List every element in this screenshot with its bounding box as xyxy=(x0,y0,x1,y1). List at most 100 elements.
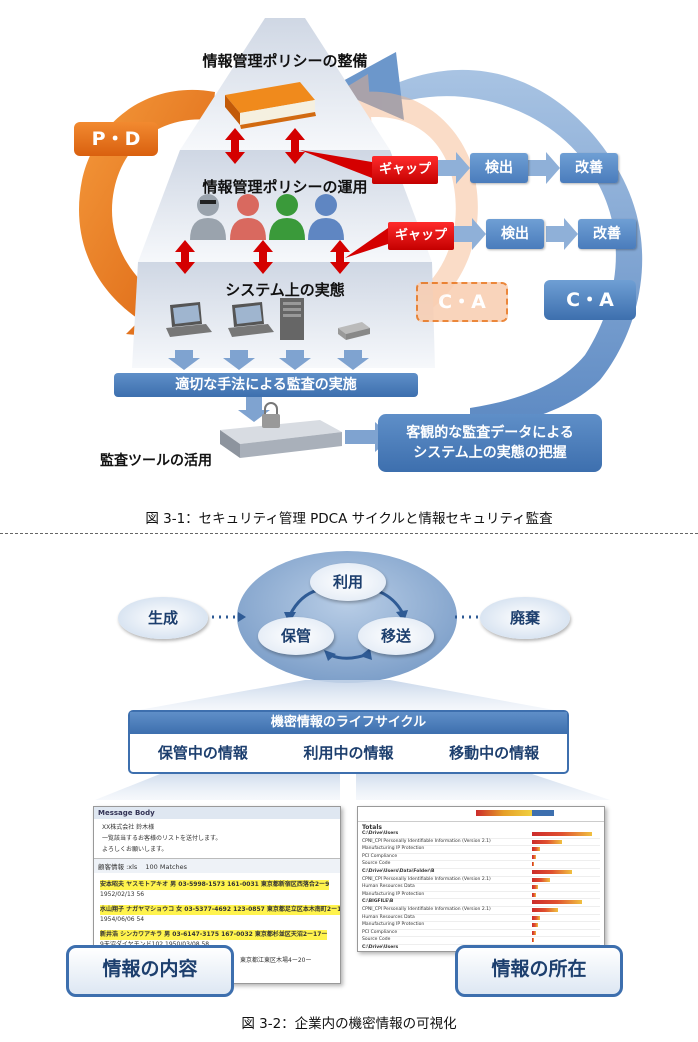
row-label: Human Resources Data xyxy=(362,914,415,920)
panel-title: 顧客情報 :xls xyxy=(98,863,138,871)
divider xyxy=(0,533,698,534)
record-line: 新井浩 シンカワアキラ 男 03-6147-3175 167-0032 東京都杉… xyxy=(100,930,328,940)
lifecycle-title: 機密情報のライフサイクル xyxy=(130,712,567,734)
gap-box-2: ギャップ xyxy=(388,222,454,250)
ca-label: C・A xyxy=(544,280,636,320)
improve-box-1: 改善 xyxy=(560,153,618,183)
table-row: Source Code xyxy=(362,861,600,869)
table-row: Manufacturing IP Protection xyxy=(362,892,600,900)
row-bar xyxy=(532,869,572,874)
content-label: 情報の内容 xyxy=(66,945,234,997)
result-line2: システム上の実態の把握 xyxy=(413,445,567,461)
user-icon xyxy=(230,194,266,240)
row-label: C:\Drive\Users\Data\Folder\B xyxy=(362,868,435,874)
ca-arrow-head xyxy=(330,52,404,120)
table-row: Manufacturing IP Protection xyxy=(362,846,600,854)
message-line: XX株式会社 鈴木様 xyxy=(102,824,155,831)
row-label: PCI Compliance xyxy=(362,853,398,859)
row-label: Manufacturing IP Protection xyxy=(362,891,425,897)
server-icon xyxy=(280,298,304,340)
detect-box-1: 検出 xyxy=(470,153,528,183)
table-row: C:\Drive\Users xyxy=(362,831,600,839)
figure2-caption: 図 3-2：企業内の機密情報の可視化 xyxy=(241,1016,457,1032)
light-beam-right xyxy=(356,770,610,800)
table-row: C:\Drive\Users\Data\Folder\B xyxy=(362,869,600,877)
info-stored: 保管中の情報 xyxy=(157,744,248,762)
message-line: よろしくお願いします。 xyxy=(102,846,168,853)
network-device-icon xyxy=(338,322,370,340)
table-row: CPNI_CPI Personally Identifiable Informa… xyxy=(362,877,600,885)
result-line1: 客観的な監査データによる xyxy=(406,425,574,441)
message-line: 一覧該当するお客様のリストを送付します。 xyxy=(102,835,222,842)
severity-bar xyxy=(476,810,532,816)
row-bar xyxy=(532,892,536,897)
user-icon xyxy=(269,194,305,240)
match-panel-header: 顧客情報 :xls 100 Matches xyxy=(94,858,340,873)
row-bar xyxy=(532,915,540,920)
row-bar xyxy=(532,923,538,928)
row-bar xyxy=(532,938,534,943)
record-line: 9天沼ダイヤモンド102 1950/03/08 58 xyxy=(100,940,334,950)
pdca-diagram xyxy=(79,18,643,458)
row-label: PCI Compliance xyxy=(362,929,398,935)
table-row: CPNI_CPI Personally Identifiable Informa… xyxy=(362,839,600,847)
info-in-use: 利用中の情報 xyxy=(303,744,394,762)
use-node: 利用 xyxy=(310,563,386,601)
user-icons xyxy=(190,194,344,240)
row-label: C:\BIGFILE\B xyxy=(362,899,394,905)
row-label: CPNI_CPI Personally Identifiable Informa… xyxy=(362,876,491,882)
table-row: PCI Compliance xyxy=(362,854,600,862)
red-double-arrow xyxy=(175,240,350,274)
report-header xyxy=(358,807,604,822)
row-bar xyxy=(532,854,536,859)
detect-box-2: 検出 xyxy=(486,219,544,249)
policy-book-icon xyxy=(225,82,316,129)
flow-arrows xyxy=(436,152,578,250)
level2-title: 情報管理ポリシーの運用 xyxy=(202,178,368,196)
record-line: 東京都江東区木場4ー20ー xyxy=(240,957,312,964)
record-line: 1954/06/06 54 xyxy=(100,916,145,923)
row-bar xyxy=(532,885,538,890)
table-row: Human Resources Data xyxy=(362,884,600,892)
level3-title: システム上の実態 xyxy=(225,281,345,299)
store-node: 保管 xyxy=(258,617,334,655)
table-row: Human Resources Data xyxy=(362,915,600,923)
row-label: Manufacturing IP Protection xyxy=(362,846,425,852)
severity-bar xyxy=(532,810,554,816)
pd-label: P・D xyxy=(74,122,158,156)
record-line: 安本昭夫 ヤスモトアキオ 男 03-5998-1573 161-0031 東京都… xyxy=(100,880,330,890)
down-arrows xyxy=(168,350,369,370)
laptop-icon xyxy=(166,302,212,337)
row-label: CPNI_CPI Personally Identifiable Informa… xyxy=(362,906,491,912)
user-icon xyxy=(308,194,344,240)
user-icon xyxy=(190,194,226,240)
table-row: Manufacturing IP Protection xyxy=(362,922,600,930)
audit-bar: 適切な手法による監査の実施 xyxy=(114,373,418,397)
tool-label: 監査ツールの活用 xyxy=(100,453,212,469)
ca-faded-label: C・A xyxy=(416,282,508,322)
improve-box-2: 改善 xyxy=(578,219,636,249)
laptop-icon xyxy=(228,302,274,337)
row-label: C:\Drive\Users xyxy=(362,944,399,950)
row-bar xyxy=(532,832,592,836)
table-row: C:\BIGFILE\B xyxy=(362,899,600,907)
gap-box-1: ギャップ xyxy=(372,156,438,184)
audit-appliance-icon xyxy=(220,402,342,458)
lifecycle-panel: 機密情報のライフサイクル 保管中の情報 利用中の情報 移動中の情報 xyxy=(128,710,569,774)
row-bar xyxy=(532,839,562,844)
row-label: Human Resources Data xyxy=(362,884,415,890)
table-row: PCI Compliance xyxy=(362,930,600,938)
row-bar xyxy=(532,847,540,852)
figure1-caption: 図 3-1：セキュリティ管理 PDCA サイクルと情報セキュリティ監査 xyxy=(145,511,553,527)
row-label: Source Code xyxy=(362,937,391,943)
col-header: Totals xyxy=(362,824,382,831)
row-bar xyxy=(532,930,536,935)
record-line: 水山翔子 ナガヤマショウコ 女 03-5377-4692 123-0857 東京… xyxy=(100,905,340,915)
create-node: 生成 xyxy=(118,597,208,639)
result-box: 客観的な監査データによる システム上の実態の把握 xyxy=(378,414,602,472)
row-bar xyxy=(532,862,534,867)
row-label: C:\Drive\Users xyxy=(362,831,399,836)
table-row: CPNI_CPI Personally Identifiable Informa… xyxy=(362,907,600,915)
row-label: CPNI_CPI Personally Identifiable Informa… xyxy=(362,838,491,844)
